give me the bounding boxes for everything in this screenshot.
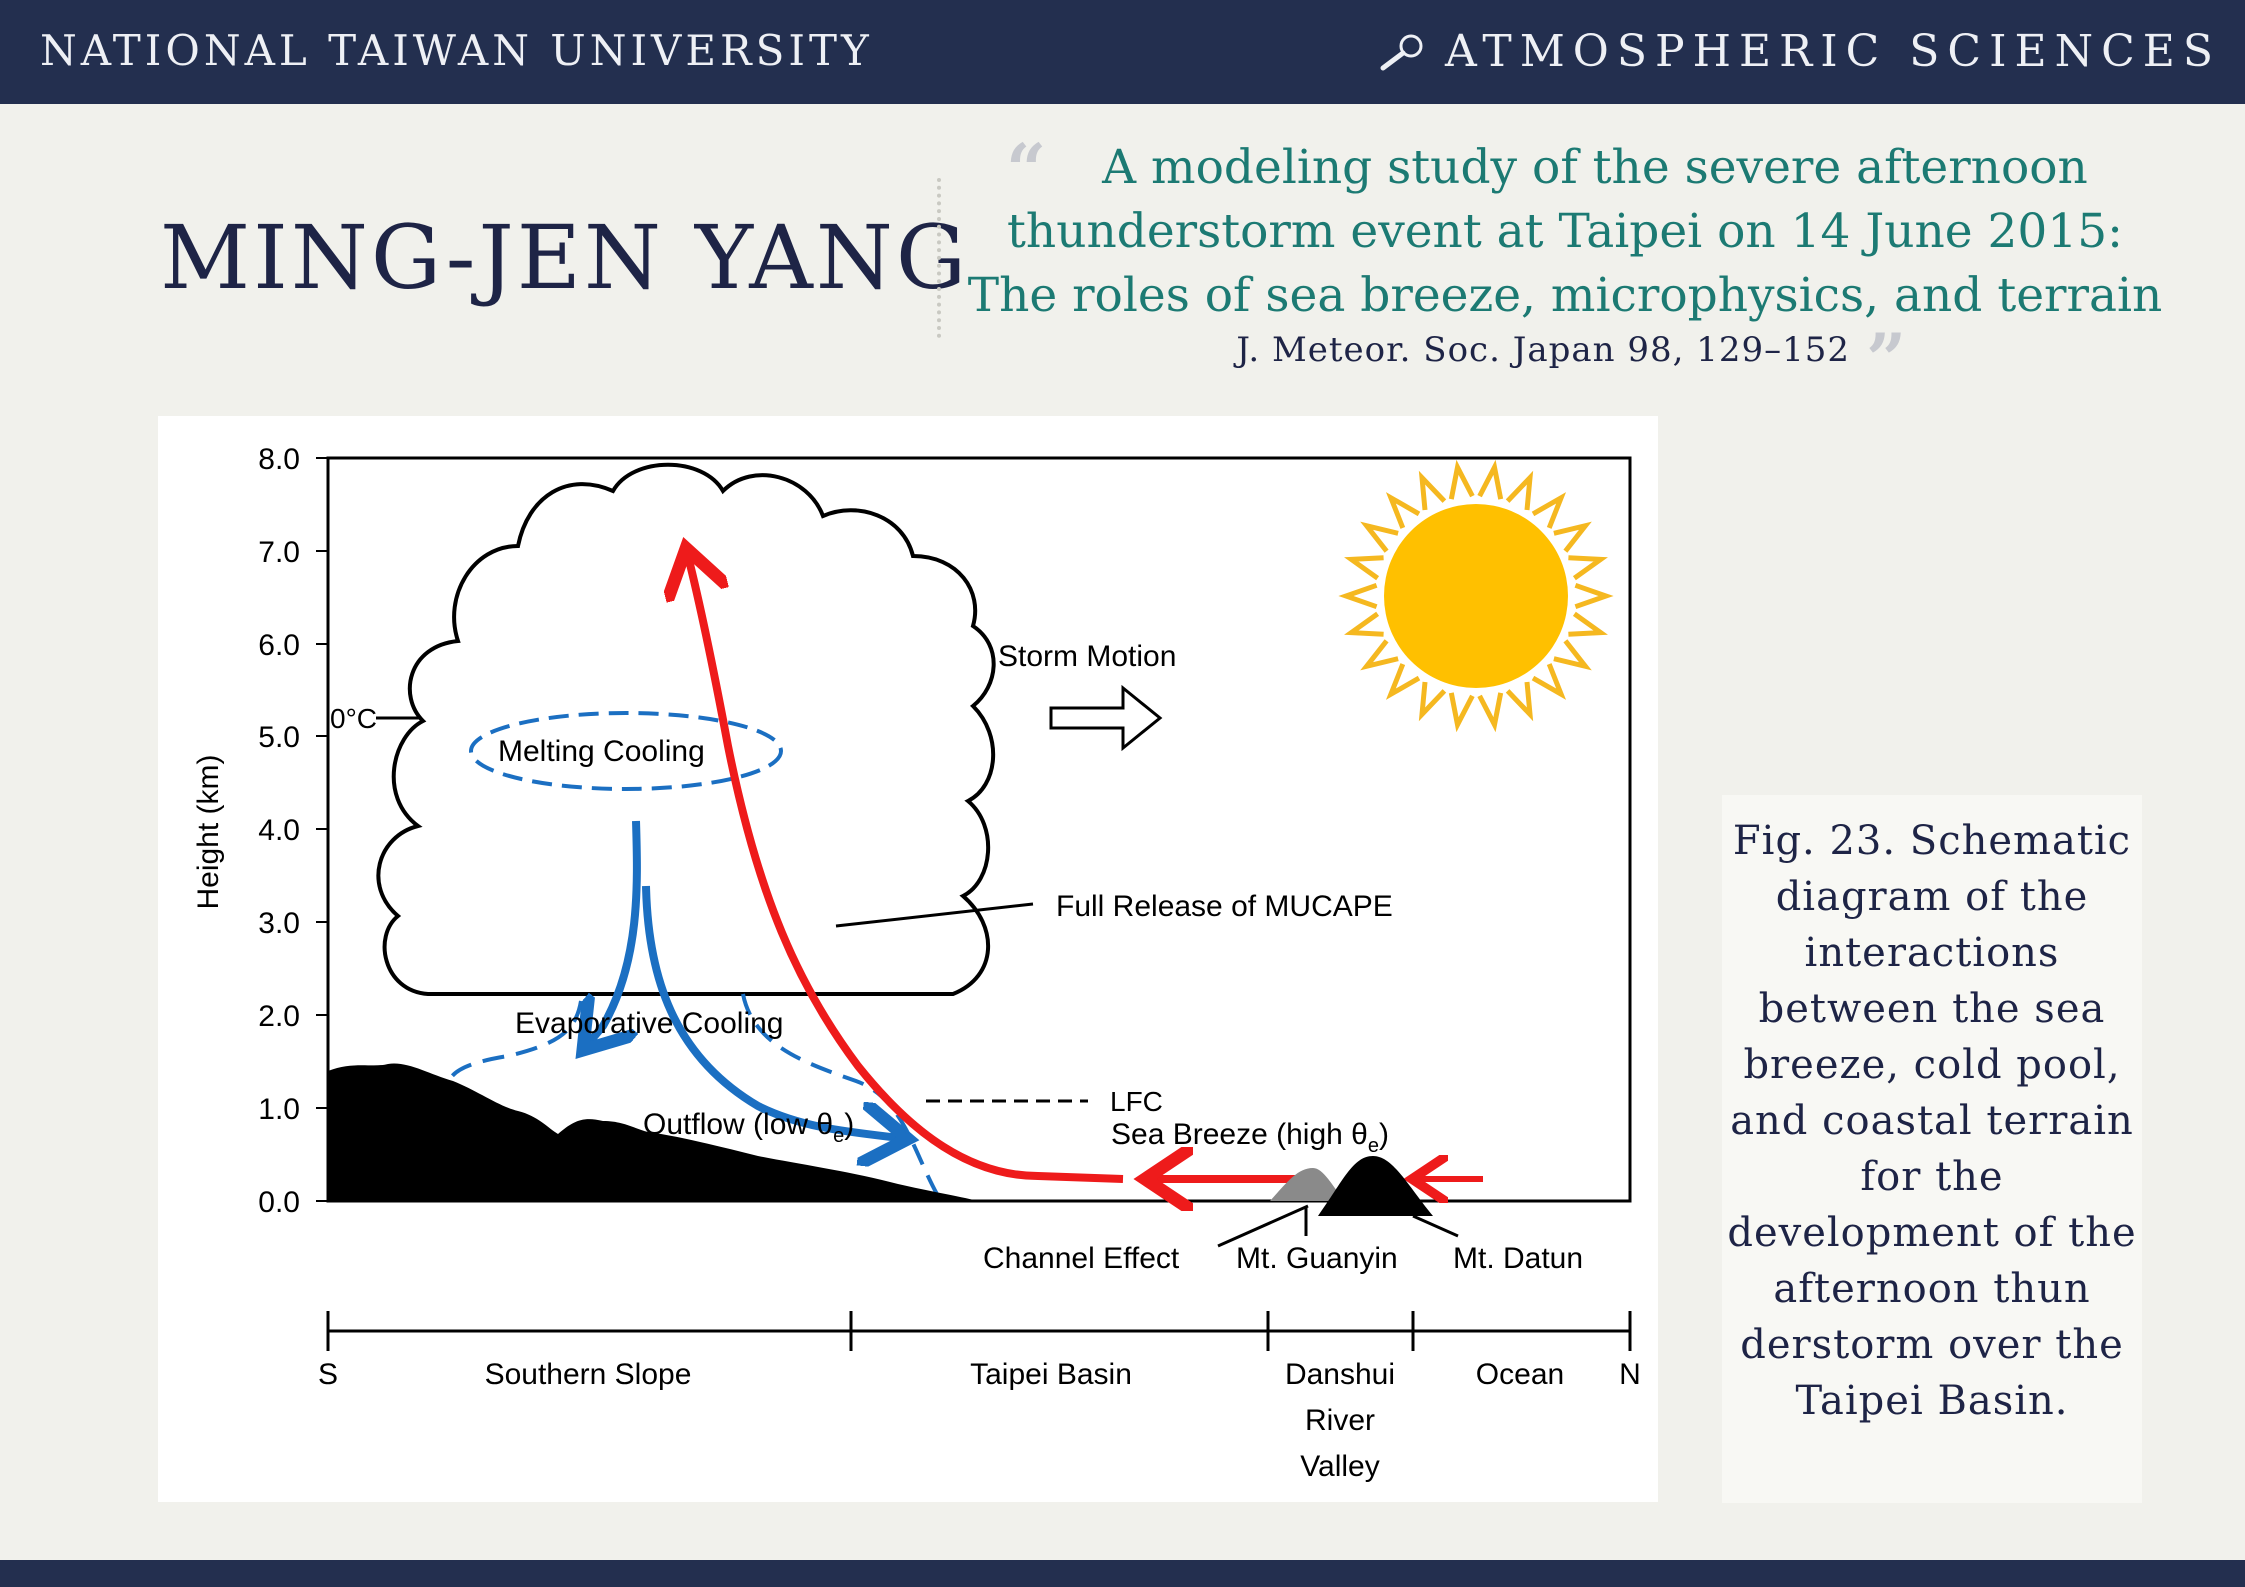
- sun-ray: [1553, 521, 1592, 553]
- bottom-banner: [0, 1560, 2245, 1587]
- sun-ray: [1360, 521, 1399, 553]
- evaporative-cooling-label: Evaporative Cooling: [515, 1007, 784, 1040]
- sun-ray: [1477, 692, 1504, 733]
- region-taipei-basin: Taipei Basin: [970, 1358, 1132, 1391]
- downdraft-arrow-right: [642, 885, 900, 1138]
- sun-ray: [1344, 555, 1384, 581]
- channel-effect-label: Channel Effect: [983, 1242, 1180, 1275]
- melting-cooling-ellipse: [469, 711, 783, 791]
- close-quote-icon: ”: [1866, 318, 1907, 401]
- region-danshui-1: Danshui: [1285, 1358, 1395, 1391]
- thunderstorm-cloud: [376, 462, 996, 996]
- magnifier-icon: [1380, 34, 1423, 70]
- figure-panel: 8.0 7.0 6.0 5.0 4.0 3.0 2.0 1.0 0.0 Heig…: [158, 416, 1658, 1502]
- schematic-diagram: 8.0 7.0 6.0 5.0 4.0 3.0 2.0 1.0 0.0 Heig…: [192, 443, 1641, 1483]
- paper-title-line-3: The roles of sea breeze, microphysics, a…: [967, 268, 2163, 323]
- sun-ray: [1505, 470, 1534, 511]
- ytick-6: 6.0: [258, 629, 300, 662]
- region-axis: [326, 1311, 1632, 1351]
- sun-ray: [1568, 555, 1608, 581]
- sun-ray: [1531, 663, 1567, 700]
- paper-title-line-1: A modeling study of the severe afternoon: [1102, 140, 2088, 195]
- sun-ray: [1385, 663, 1421, 700]
- ytick-8: 8.0: [258, 443, 300, 476]
- updraft-arrow: [688, 556, 1124, 1183]
- ytick-5: 5.0: [258, 721, 300, 754]
- melting-cooling-label: Melting Cooling: [498, 735, 705, 768]
- department-name: ATMOSPHERIC SCIENCES: [1445, 26, 2221, 77]
- mucape-leader: [835, 902, 1034, 928]
- sun-ray: [1477, 459, 1504, 500]
- mt-guanyin: [1270, 1168, 1344, 1201]
- region-s: S: [318, 1358, 338, 1391]
- paper-title: A modeling study of the severe afternoon…: [955, 136, 2175, 328]
- citation: J. Meteor. Soc. Japan 98, 129–152: [1236, 330, 1850, 370]
- department-name-group: ATMOSPHERIC SCIENCES: [1377, 26, 2221, 77]
- region-southern-slope: Southern Slope: [485, 1358, 692, 1391]
- mt-guanyin-label: Mt. Guanyin: [1236, 1242, 1398, 1275]
- storm-motion-label: Storm Motion: [998, 640, 1176, 673]
- sun-ray: [1574, 582, 1614, 610]
- sun-ray: [1338, 582, 1378, 610]
- storm-motion-arrow: [1049, 684, 1163, 752]
- ytick-7: 7.0: [258, 536, 300, 569]
- sun-ray: [1505, 681, 1534, 722]
- divider: [937, 178, 941, 338]
- datun-leader: [1412, 1214, 1459, 1238]
- region-n: N: [1619, 1358, 1641, 1391]
- mucape-label: Full Release of MUCAPE: [1056, 890, 1393, 923]
- southern-slope-terrain: [328, 1063, 978, 1201]
- author-name: MING-JEN YANG: [160, 206, 970, 309]
- channel-leader: [1217, 1204, 1309, 1248]
- figure-caption: Fig. 23. Schematic diagram of the intera…: [1722, 795, 2142, 1503]
- y-ticks: 8.0 7.0 6.0 5.0 4.0 3.0 2.0 1.0 0.0: [258, 443, 328, 1219]
- region-danshui-3: Valley: [1300, 1450, 1379, 1483]
- sun-ray: [1531, 492, 1567, 529]
- outflow-label: Outflow (low θe): [643, 1108, 854, 1147]
- sun-ray: [1385, 492, 1421, 529]
- freezing-level-label: 0°C: [330, 703, 377, 734]
- top-banner: NATIONAL TAIWAN UNIVERSITY ATMOSPHERIC S…: [0, 0, 2245, 104]
- mt-datun: [1318, 1156, 1433, 1216]
- ytick-2: 2.0: [258, 1000, 300, 1033]
- sun-ray: [1448, 459, 1475, 500]
- ytick-3: 3.0: [258, 907, 300, 940]
- open-quote-icon: “: [1006, 128, 1047, 211]
- y-axis-label: Height (km): [192, 754, 225, 909]
- sun-ray: [1418, 470, 1447, 511]
- sea-breeze-label: Sea Breeze (high θe): [1111, 1118, 1389, 1157]
- ytick-0: 0.0: [258, 1186, 300, 1219]
- region-danshui-2: River: [1305, 1404, 1375, 1437]
- downdraft-arrow-left: [588, 820, 641, 1044]
- paper-title-line-2: thunderstorm event at Taipei on 14 June …: [1007, 204, 2123, 259]
- ytick-4: 4.0: [258, 814, 300, 847]
- ytick-1: 1.0: [258, 1093, 300, 1126]
- university-name: NATIONAL TAIWAN UNIVERSITY: [40, 26, 873, 75]
- sun-icon: [1338, 459, 1614, 733]
- sun-ray: [1344, 611, 1384, 637]
- sun-ray: [1360, 639, 1399, 671]
- sun-ray: [1553, 639, 1592, 671]
- sun-ray: [1568, 611, 1608, 637]
- sun-ray: [1418, 681, 1447, 722]
- cold-pool-boundary-right: [741, 993, 940, 1197]
- sun-disc: [1384, 504, 1568, 688]
- region-ocean: Ocean: [1476, 1358, 1564, 1391]
- lfc-label: LFC: [1110, 1086, 1163, 1117]
- mt-datun-label: Mt. Datun: [1453, 1242, 1583, 1275]
- sun-ray: [1448, 692, 1475, 733]
